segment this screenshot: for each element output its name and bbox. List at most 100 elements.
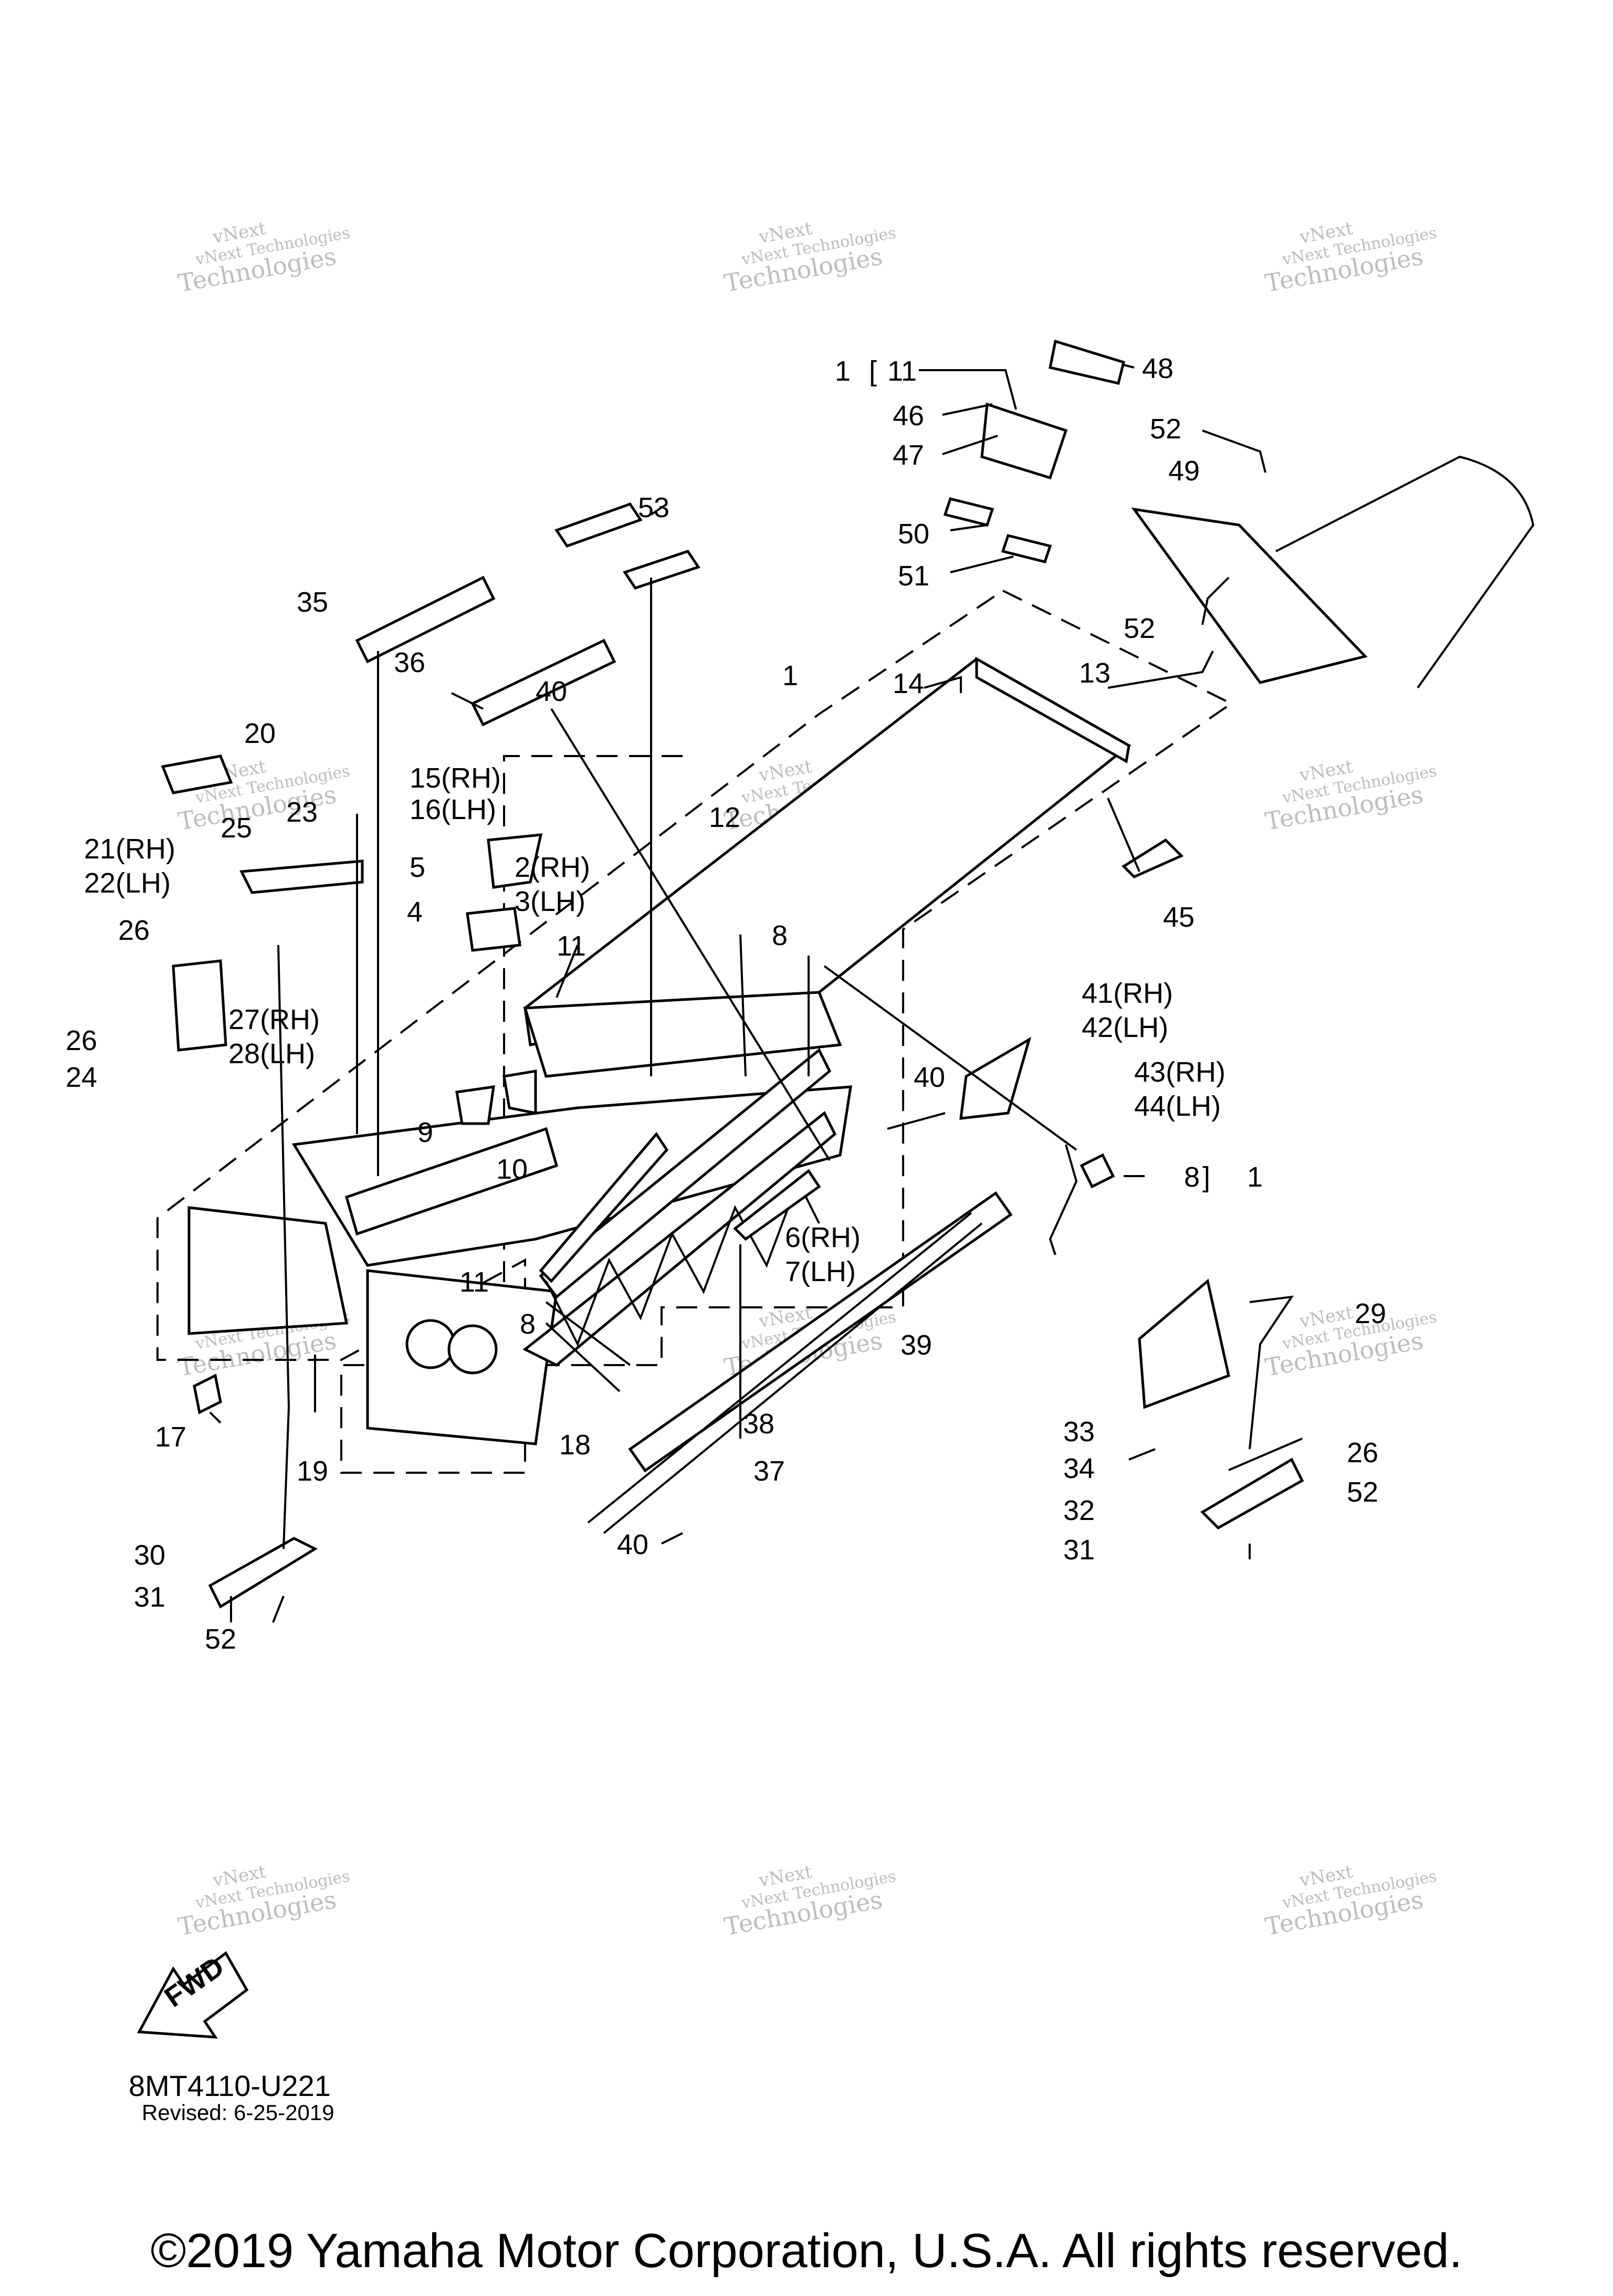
callout-31: 31 — [134, 1581, 165, 1613]
callout-16: 16(LH) — [410, 794, 496, 825]
callout-52: 52 — [1150, 413, 1181, 445]
callout-34: 34 — [1063, 1453, 1095, 1484]
drawing-number: 8MT4110-U221 — [129, 2069, 331, 2102]
bracket-part-9 — [455, 1085, 495, 1125]
callout-30: 30 — [134, 1539, 165, 1571]
callout-24: 24 — [66, 1062, 97, 1093]
callout-15: 15(RH) — [410, 762, 501, 794]
callout-47: 47 — [893, 439, 924, 471]
tunnel-side — [523, 991, 842, 1078]
callout-22: 22(LH) — [84, 867, 171, 899]
truss-rail — [522, 1111, 837, 1367]
callout-8: 8 — [520, 1308, 536, 1340]
revision-date: Revised: 6-25-2019 — [142, 2100, 334, 2125]
callout-26: 26 — [1347, 1437, 1378, 1469]
callout-bracket: [ — [869, 355, 877, 387]
bracket-part-21 — [239, 859, 364, 894]
leader-line — [739, 934, 747, 1077]
traction-mat-part-36 — [470, 638, 616, 727]
leader-line — [942, 435, 998, 455]
leader-line — [550, 708, 831, 1161]
callout-52: 52 — [1124, 613, 1155, 644]
callout-1: 1 — [835, 355, 851, 387]
callout-37: 37 — [753, 1455, 785, 1487]
leader-line — [1107, 798, 1140, 872]
snow-flap-part-49 — [1131, 507, 1368, 684]
leader-line — [1202, 429, 1266, 473]
callout-21: 21(RH) — [84, 833, 175, 865]
callout-52: 52 — [205, 1623, 236, 1655]
leader-line — [650, 503, 668, 516]
callout-8: 8 — [772, 920, 788, 951]
callout-45: 45 — [1163, 901, 1195, 933]
callout-1: 1 — [1247, 1161, 1263, 1193]
watermark: vNext vNext Technologies Technologies — [1263, 218, 1438, 298]
leader-line — [661, 1532, 683, 1545]
callout-40: 40 — [617, 1529, 648, 1560]
callout-18: 18 — [559, 1429, 591, 1461]
decal-part-53-b — [623, 550, 700, 590]
callout-29: 29 — [1355, 1298, 1386, 1329]
callout-7: 7(LH) — [785, 1256, 856, 1287]
chassis-hole — [405, 1319, 456, 1369]
tunnel-frame — [187, 656, 1132, 1445]
callout-9: 9 — [417, 1117, 433, 1148]
watermark: vNext vNext Technologies Technologies — [176, 1861, 351, 1941]
chassis-center — [291, 1085, 852, 1267]
knob-part-8-right — [1080, 1153, 1115, 1189]
rear-grab-handle — [1275, 455, 1535, 689]
leader-line — [277, 945, 290, 1549]
callout-32: 32 — [1063, 1495, 1095, 1526]
leader-lines — [209, 364, 1303, 1623]
callout-36: 36 — [394, 647, 425, 678]
callout-20: 20 — [244, 718, 276, 749]
callout-38: 38 — [743, 1408, 774, 1440]
parts — [161, 339, 1535, 1609]
leader-line — [1128, 1448, 1156, 1461]
callout-48: 48 — [1142, 353, 1174, 384]
callout-49: 49 — [1168, 455, 1200, 487]
step-part-32 — [1200, 1458, 1304, 1530]
rear-bumper-part-48 — [1049, 339, 1126, 385]
leader-line — [272, 1596, 285, 1623]
watermark: vNext vNext Technologies Technologies — [722, 1861, 897, 1941]
callout-40: 40 — [914, 1062, 945, 1093]
leader-line — [209, 1411, 222, 1424]
leader-line — [1107, 651, 1214, 689]
bracket-part-30 — [208, 1537, 318, 1609]
copyright-notice: ©2019 Yamaha Motor Corporation, U.S.A. A… — [150, 2224, 1463, 2278]
leader-line — [1228, 1438, 1303, 1471]
callout-33: 33 — [1063, 1416, 1095, 1448]
callout-11: 11 — [557, 930, 586, 962]
leader-line — [451, 692, 484, 710]
callout-43: 43(RH) — [1134, 1056, 1226, 1088]
rear-bumper-plate — [975, 656, 1130, 763]
tail-light-part-47 — [980, 402, 1068, 480]
heat-shield-part-27 — [172, 959, 227, 1052]
leader-line — [924, 676, 962, 693]
bracket-part-10 — [502, 1070, 537, 1115]
leader-line — [950, 524, 988, 531]
callout-4: 4 — [407, 896, 423, 928]
truss-web — [545, 1179, 820, 1347]
chassis-front-left — [187, 1206, 349, 1335]
callout-42: 42(LH) — [1082, 1012, 1168, 1043]
watermark: vNext vNext Technologies Technologies — [722, 218, 897, 298]
callout-12: 12 — [709, 802, 740, 833]
bracket-part-2 — [466, 907, 521, 952]
leader-line — [545, 1322, 621, 1392]
leader-line — [887, 1112, 946, 1130]
callout-1: 1 — [782, 660, 798, 691]
callout-10: 10 — [496, 1154, 528, 1185]
callout-14: 14 — [893, 668, 924, 699]
chassis-hole — [447, 1324, 498, 1375]
strut — [539, 1131, 669, 1283]
leader-line — [556, 945, 579, 998]
callout-44: 44(LH) — [1134, 1091, 1221, 1122]
footrest-part-41 — [959, 1036, 1032, 1120]
callout-11: 11 — [887, 355, 917, 387]
callout-8: 8 — [1184, 1161, 1200, 1193]
plate-part-45 — [1122, 838, 1184, 878]
callout-53: 53 — [638, 492, 669, 523]
